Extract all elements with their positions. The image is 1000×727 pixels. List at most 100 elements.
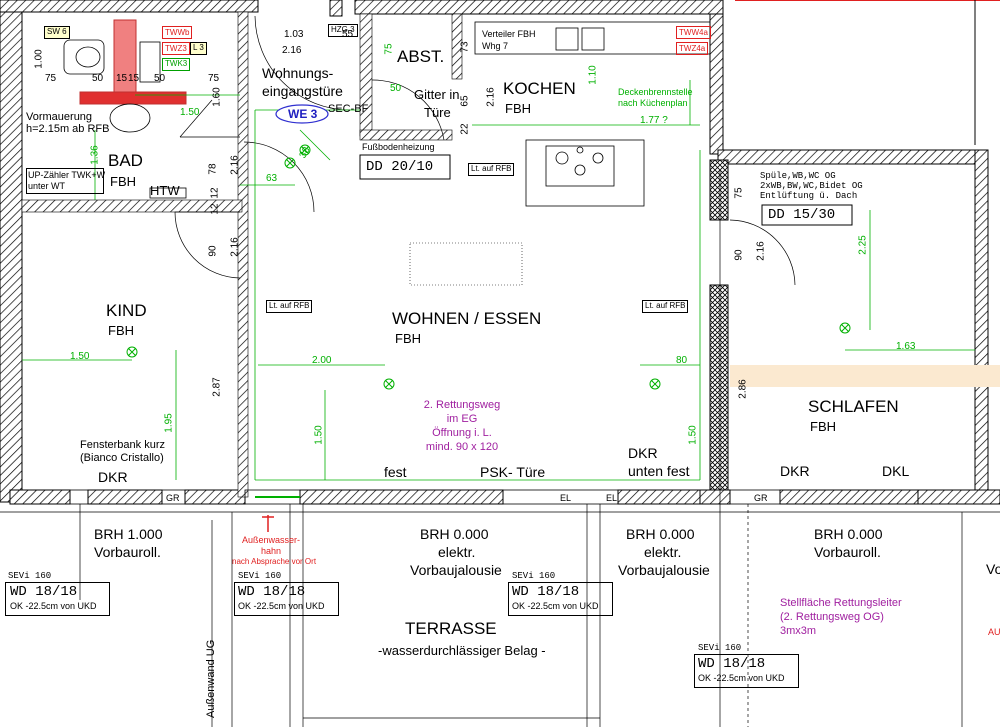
dim-150-bad: 1.50 — [180, 107, 200, 118]
spuele-label-2: 2xWB,BW,WC,Bidet OG — [760, 181, 863, 191]
brh-essen-label: BRH 0.000 — [626, 526, 695, 542]
dim-75-a: 75 — [45, 73, 57, 84]
brh-kind-label: BRH 1.000 — [94, 526, 163, 542]
sevi-3: SEVi 160 — [512, 571, 556, 581]
room-bad-name: BAD — [108, 151, 143, 170]
sw6-tag: SW 6 — [44, 26, 70, 39]
aussenwand-label: Außenwand UG — [205, 639, 217, 718]
twz4a-tag: TWZ4a — [676, 42, 709, 55]
l3-tag: L 3 — [190, 42, 207, 55]
room-terrasse-name: TERRASSE — [405, 619, 497, 638]
dim-216-e: 2.16 — [755, 241, 767, 261]
tww4a-tag: TWW4a — [676, 26, 711, 39]
sec-bf-label: SEC-BF — [328, 103, 369, 115]
elektr-essen-label: elektr. — [644, 544, 682, 560]
fensterbank-label-1: Fensterbank kurz — [80, 439, 165, 451]
el-label-2: EL — [606, 493, 618, 503]
up-zaehler-label-2: unter WT — [28, 181, 66, 191]
dim-12-b: 12 — [209, 203, 221, 215]
dim-150-wohnen: 1.50 — [313, 425, 325, 445]
room-schlafen-sub: FBH — [810, 419, 836, 434]
sevi-4: SEVi 160 — [698, 643, 742, 653]
dim-216-b: 2.16 — [229, 155, 241, 175]
dim-22: 22 — [459, 123, 471, 135]
vormauerung-label-1: Vormauerung — [26, 111, 93, 123]
dkr-kind-label: DKR — [98, 469, 128, 485]
we3-marker — [275, 104, 329, 124]
dim-225: 2.25 — [857, 235, 869, 255]
gitter-label-2: Türe — [424, 105, 451, 120]
brh-schlafen-label: BRH 0.000 — [814, 526, 883, 542]
room-wohnen-name: WOHNEN / ESSEN — [392, 309, 542, 328]
stellflaeche-label-2: (2. Rettungsweg OG) — [780, 611, 884, 623]
room-schlafen-name: SCHLAFEN — [808, 397, 899, 416]
room-kochen-sub: FBH — [505, 101, 531, 116]
brh-wohnen-label: BRH 0.000 — [420, 526, 489, 542]
electrical-lines — [22, 80, 975, 481]
sevi-1: SEVi 160 — [8, 571, 52, 581]
gr-label-2: GR — [754, 493, 768, 503]
dim-150-essen: 1.50 — [687, 425, 699, 445]
up-zaehler-label-1: UP-Zähler TWK+W — [28, 170, 106, 180]
dkr-schlafen-label: DKR — [780, 463, 810, 479]
rettung-label-4: mind. 90 x 120 — [425, 441, 499, 453]
dim-110: 1.10 — [587, 65, 599, 85]
wd-3: WD 18/18 — [512, 584, 580, 600]
windows — [69, 489, 781, 505]
room-kochen-name: KOCHEN — [503, 79, 576, 98]
dim-103: 1.03 — [284, 29, 304, 40]
hzg3-tag: HZG 3 — [328, 24, 358, 37]
bathroom-fixtures — [63, 39, 187, 199]
vorbauroll-schlafen-label: Vorbauroll. — [814, 544, 881, 560]
dkl-label: DKL — [882, 463, 910, 479]
dim-216-d: 2.16 — [485, 87, 497, 107]
room-kind-name: KIND — [106, 301, 147, 320]
lt-rfb-tag-1: Lt. auf RFB — [468, 163, 515, 176]
room-abst-name: ABST. — [397, 47, 445, 66]
dim-15-a: 15 — [116, 73, 128, 84]
lt-rfb-tag-3: Lt. auf RFB — [642, 300, 689, 313]
terrace-strip — [730, 365, 1000, 387]
entrance-label-2: eingangstüre — [262, 83, 343, 99]
verteiler-label-2: Whg 7 — [482, 41, 509, 51]
aussenwasser-label-3: nach Absprache vor Ort — [232, 557, 317, 566]
room-bad-sub: FBH — [110, 174, 136, 189]
dim-136: 1.36 — [89, 145, 101, 165]
dim-216-a: 2.16 — [282, 45, 302, 56]
dim-160: 1.60 — [211, 87, 223, 107]
fussbodenheizung-label: Fußbodenheizung — [362, 142, 435, 152]
dim-63: 63 — [266, 173, 278, 184]
dim-286: 2.86 — [737, 379, 749, 399]
dim-12-a: 12 — [209, 187, 221, 199]
dim-150-kind: 1.50 — [70, 351, 90, 362]
dim-73: 73 — [459, 41, 471, 53]
lt-rfb-tag-2: Lt. auf RFB — [266, 300, 313, 313]
twwb-tag: TWWb — [162, 26, 193, 39]
spuele-label-3: Entlüftung ü. Dach — [760, 191, 858, 201]
room-terrasse-sub: -wasserdurchlässiger Belag - — [378, 643, 546, 658]
ok-2: OK -22.5cm von UKD — [238, 601, 325, 611]
rettung-label-1: 2. Rettungsweg — [423, 399, 501, 411]
ok-1: OK -22.5cm von UKD — [10, 601, 97, 611]
twz3-tag: TWZ3 — [162, 42, 190, 55]
room-kind-sub: FBH — [108, 323, 134, 338]
dim-75-c: 75 — [733, 187, 745, 199]
deckenbrenn-label-1: Deckenbrennstelle — [618, 87, 693, 97]
dd-2010-label: DD 20/10 — [366, 159, 434, 175]
light-fixtures — [126, 144, 851, 390]
water-tap-mark — [262, 515, 274, 532]
vorbauroll-kind-label: Vorbauroll. — [94, 544, 161, 560]
dkr-unten-label-2: unten fest — [628, 463, 690, 479]
stellflaeche-label-1: Stellfläche Rettungsleiter — [780, 597, 902, 609]
door-swings — [174, 15, 796, 286]
dim-90-a: 90 — [207, 245, 219, 257]
dim-15-b: 15 — [128, 73, 140, 84]
sevi-2: SEVi 160 — [238, 571, 282, 581]
wd-2: WD 18/18 — [238, 584, 306, 600]
wd-4: WD 18/18 — [698, 656, 766, 672]
htw-label: HTW — [150, 183, 180, 198]
dim-163: 1.63 — [896, 341, 916, 352]
dim-177: 1.77 ? — [640, 115, 668, 126]
au-label: AU — [988, 627, 1000, 637]
